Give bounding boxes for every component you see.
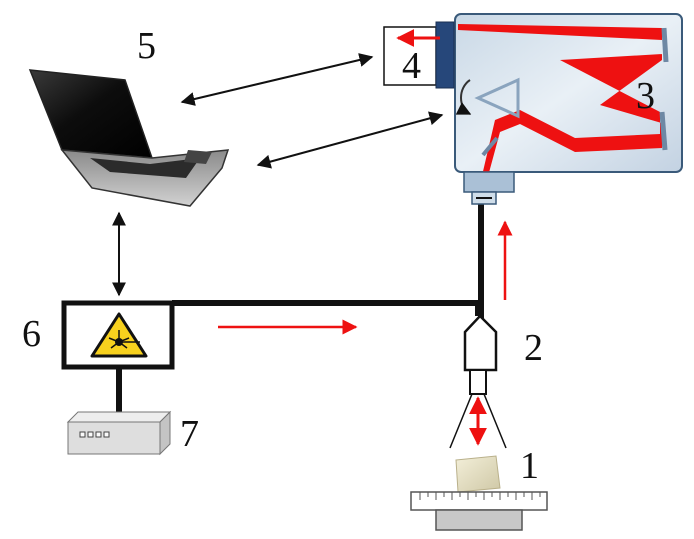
- laptop-icon: 5: [28, 25, 230, 207]
- spectrometer-beam: [458, 24, 665, 180]
- probe-cone-right: [483, 393, 507, 449]
- label-spectrometer: 3: [636, 75, 655, 117]
- label-sample: 1: [520, 445, 539, 487]
- sample-cube-icon: [455, 455, 501, 493]
- spectrometer: 3: [454, 13, 683, 205]
- label-detector: 4: [402, 45, 421, 87]
- link-laptop-spectrometer: [256, 111, 444, 169]
- link-laptop-detector: [180, 53, 374, 106]
- probe-cone-left: [449, 393, 473, 449]
- supply-side: [159, 410, 171, 456]
- rotate-arrow-icon: [455, 79, 472, 115]
- laptop-screen: [28, 69, 154, 159]
- supply-front: [67, 421, 161, 455]
- mirror-top: [661, 27, 669, 63]
- data-links: [112, 53, 444, 297]
- beam-arrows: [218, 220, 513, 335]
- supply-top: [66, 411, 172, 423]
- slit-housing: [463, 171, 515, 193]
- laser-source: 6: [22, 300, 175, 370]
- mirror-bottom: [659, 111, 668, 151]
- probe-tip: [469, 369, 487, 395]
- probe: 2: [449, 314, 543, 449]
- label-laptop: 5: [137, 25, 156, 67]
- cables: [116, 200, 484, 414]
- cable-laser-to-probe: [172, 300, 481, 316]
- mirror-diagonal: [481, 136, 499, 157]
- laptop-touchpad: [184, 150, 212, 164]
- detector: 4: [383, 21, 455, 89]
- label-power-supply: 7: [180, 413, 199, 455]
- spectrometer-body: [454, 13, 683, 173]
- ruler-ticks: [419, 492, 541, 500]
- grating-prism: [474, 77, 520, 119]
- label-laser: 6: [22, 313, 41, 355]
- power-supply-icon: 7: [66, 410, 199, 456]
- label-probe: 2: [524, 327, 543, 369]
- supply-indicators: [79, 431, 110, 438]
- laser-warning-icon: [90, 312, 148, 358]
- ruler: [410, 491, 548, 511]
- laptop-keys: [90, 158, 200, 178]
- probe-head: [463, 314, 498, 372]
- stage-base: [435, 509, 523, 531]
- sample-stage: 1: [410, 445, 548, 531]
- detector-port: [435, 21, 455, 89]
